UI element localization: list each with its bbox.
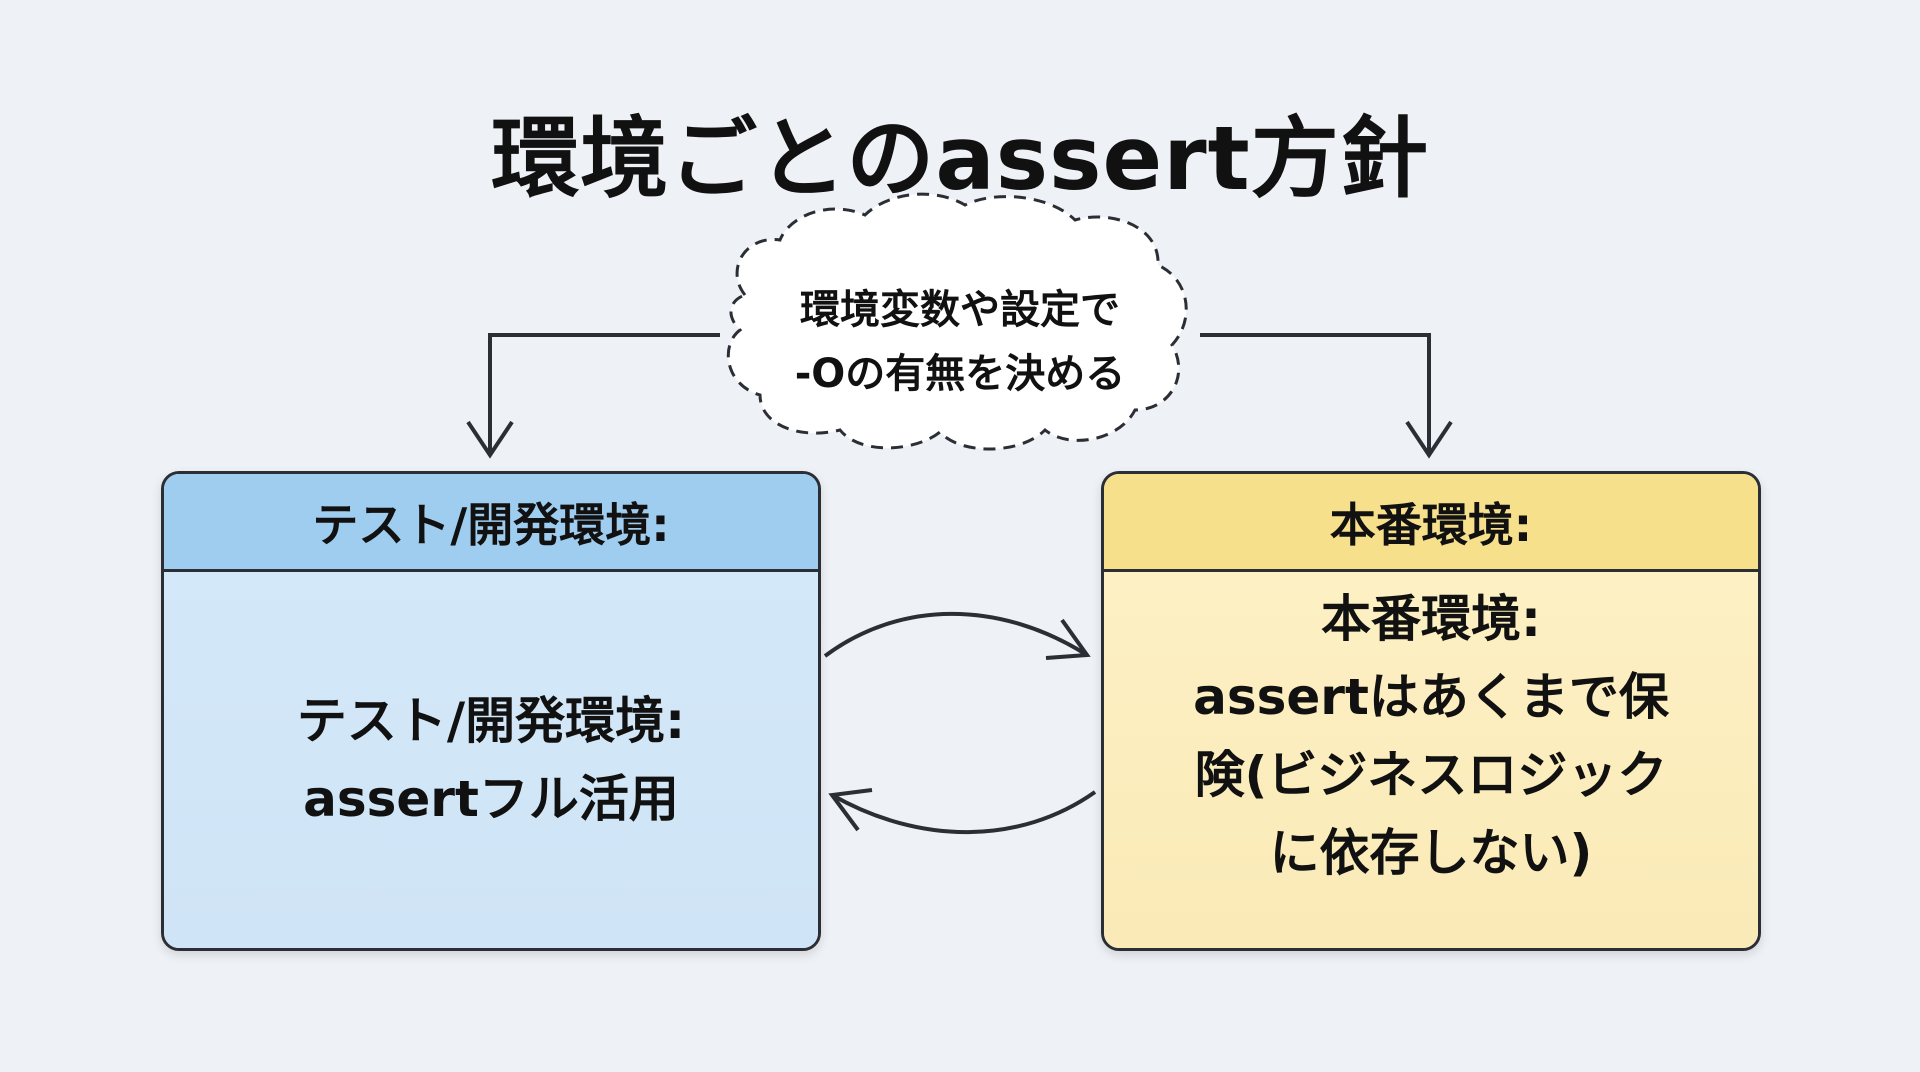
panel-dev-body: テスト/開発環境: assertフル活用 [164, 572, 818, 948]
curved-arrow-to-dev [831, 790, 1097, 835]
cloud-note: 環境変数や設定で -Oの有無を決める [740, 278, 1180, 406]
panel-prod-body-line: 本番環境: [1320, 590, 1541, 648]
connector-left-line [488, 333, 720, 455]
panel-prod-body: 本番環境: assertはあくまで保 険(ビジネスロジック に依存しない) [1104, 572, 1758, 948]
panel-prod-header: 本番環境: [1104, 474, 1758, 572]
arrow-head-left-icon [466, 420, 514, 459]
cloud-line: 環境変数や設定で [800, 287, 1120, 333]
panel-dev-environment: テスト/開発環境: テスト/開発環境: assertフル活用 [161, 471, 821, 951]
connector-right-line [1200, 333, 1431, 455]
cloud-shape [726, 192, 1188, 451]
panel-dev-body-line: assertフル活用 [303, 770, 679, 828]
cloud-line: -Oの有無を決める [794, 351, 1126, 397]
arrow-head-right-icon [1405, 420, 1453, 459]
curved-arrow-to-prod [823, 611, 1089, 658]
page-title: 環境ごとのassert方針 [491, 107, 1429, 210]
panel-prod-body-line: に依存しない) [1269, 824, 1593, 882]
panel-prod-environment: 本番環境: 本番環境: assertはあくまで保 険(ビジネスロジック に依存し… [1101, 471, 1761, 951]
panel-prod-body-line: 険(ビジネスロジック [1194, 746, 1668, 804]
panel-dev-header: テスト/開発環境: [164, 474, 818, 572]
panel-dev-body-line: テスト/開発環境: [296, 692, 686, 750]
panel-prod-body-line: assertはあくまで保 [1193, 668, 1669, 726]
arrow-head-to-dev-icon [828, 788, 873, 832]
arrow-head-to-prod-icon [1045, 618, 1091, 660]
